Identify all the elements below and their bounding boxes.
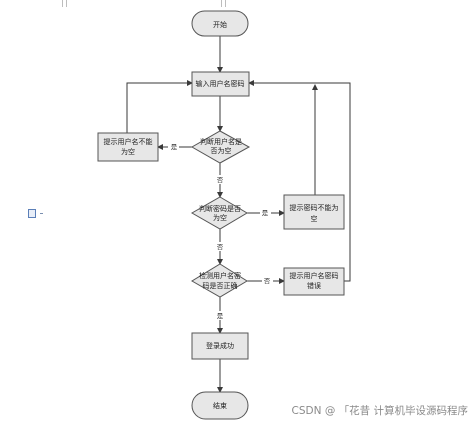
prompt-error-label-1: 提示用户名密码 <box>290 271 339 280</box>
edge-label-correct-yes: 是 <box>217 312 224 320</box>
check-username-label-1: 判断用户名是 <box>200 137 242 146</box>
ruler-mark <box>62 0 63 7</box>
login-success-node <box>191 332 249 360</box>
edge-prompt-username-back <box>126 80 193 133</box>
prompt-error-node <box>283 267 345 296</box>
login-success-label: 登录成功 <box>206 341 234 350</box>
edge-label-username-no: 否 <box>217 176 224 184</box>
check-password-label-1: 判断密码是否 <box>199 204 241 213</box>
prompt-username-label-2: 为空 <box>121 147 135 156</box>
ruler-mark <box>221 0 222 7</box>
edge-label-password-no: 否 <box>217 243 224 251</box>
edge-label-bg <box>168 142 179 151</box>
anchor-marker <box>40 213 43 214</box>
check-username-label-2: 否为空 <box>211 146 232 155</box>
watermark: CSDN @ 「花昔 计算机毕设源码程序 <box>291 405 468 417</box>
edge-label-bg <box>214 311 226 320</box>
prompt-password-node <box>283 194 345 230</box>
edge-label-bg <box>262 276 273 285</box>
start-label: 开始 <box>213 20 227 29</box>
input-label: 输入用户名密码 <box>196 79 245 88</box>
edge-label-bg <box>214 175 226 184</box>
end-label: 结束 <box>213 401 227 410</box>
ruler-mark <box>66 0 67 7</box>
ruler-mark <box>225 0 226 7</box>
check-correct-node <box>191 263 248 298</box>
input-node <box>191 71 250 97</box>
end-node <box>191 391 249 420</box>
prompt-password-label-1: 提示密码不能为 <box>290 203 339 212</box>
edge-label-password-yes: 是 <box>262 209 269 217</box>
check-username-node <box>190 130 251 164</box>
edge-prompt-error-back <box>248 80 351 282</box>
prompt-username-node <box>97 132 159 162</box>
start-node <box>191 10 249 37</box>
prompt-password-label-2: 空 <box>311 214 318 223</box>
check-password-label-2: 为空 <box>213 213 227 222</box>
check-correct-label-2: 码是否正确 <box>203 281 238 290</box>
document-icon[interactable] <box>28 209 36 218</box>
edge-label-username-yes: 是 <box>171 143 178 151</box>
prompt-username-label-1: 提示用户名不能 <box>104 137 153 146</box>
check-correct-label-1: 检测用户名密 <box>199 271 241 280</box>
prompt-error-label-2: 错误 <box>307 281 321 290</box>
edge-label-bg <box>214 242 226 251</box>
edge-label-correct-no: 否 <box>264 277 271 285</box>
check-password-node <box>190 196 248 230</box>
edge-label-bg <box>260 208 271 217</box>
